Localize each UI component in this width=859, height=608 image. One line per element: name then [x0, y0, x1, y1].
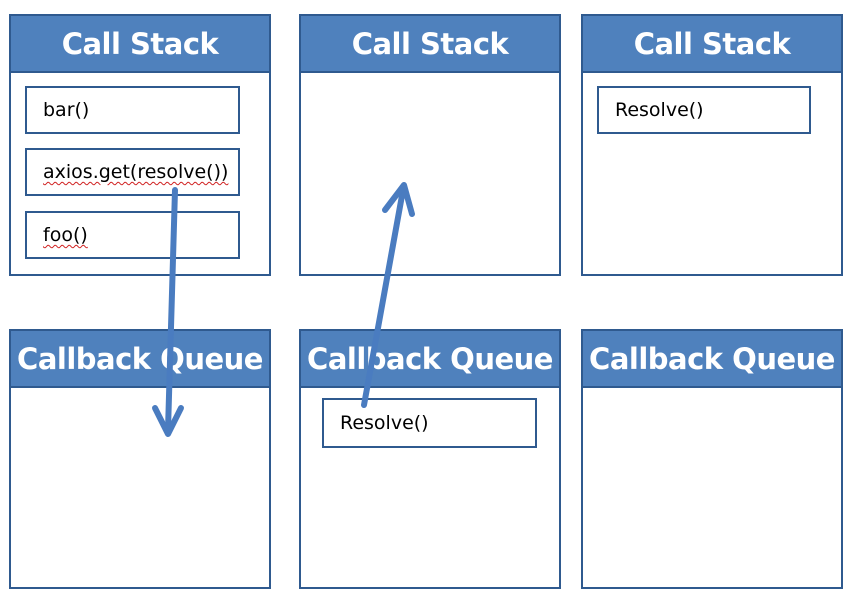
- stack-item-label: bar(): [43, 99, 90, 121]
- queue-item-resolve: Resolve(): [322, 398, 537, 448]
- stack-item-label: foo(): [43, 224, 88, 246]
- callback-queue-panel-2: Callback Queue: [299, 329, 561, 589]
- stack-item-resolve: Resolve(): [597, 86, 811, 134]
- stack-item-axios-get: axios.get(resolve()): [25, 148, 240, 196]
- call-stack-panel-2: Call Stack: [299, 14, 561, 276]
- stack-item-label: axios.get(resolve()): [43, 161, 229, 183]
- stack-item-foo: foo(): [25, 211, 240, 259]
- stack-item-bar: bar(): [25, 86, 240, 134]
- panel-title: Call Stack: [301, 16, 559, 73]
- stack-item-label: Resolve(): [615, 99, 704, 121]
- panel-title: Callback Queue: [301, 331, 559, 388]
- queue-item-label: Resolve(): [340, 412, 429, 434]
- panel-title: Call Stack: [583, 16, 841, 73]
- callback-queue-panel-1: Callback Queue: [9, 329, 271, 589]
- panel-title: Call Stack: [11, 16, 269, 73]
- panel-title: Callback Queue: [583, 331, 841, 388]
- panel-title: Callback Queue: [11, 331, 269, 388]
- callback-queue-panel-3: Callback Queue: [581, 329, 843, 589]
- call-stack-panel-3: Call Stack: [581, 14, 843, 276]
